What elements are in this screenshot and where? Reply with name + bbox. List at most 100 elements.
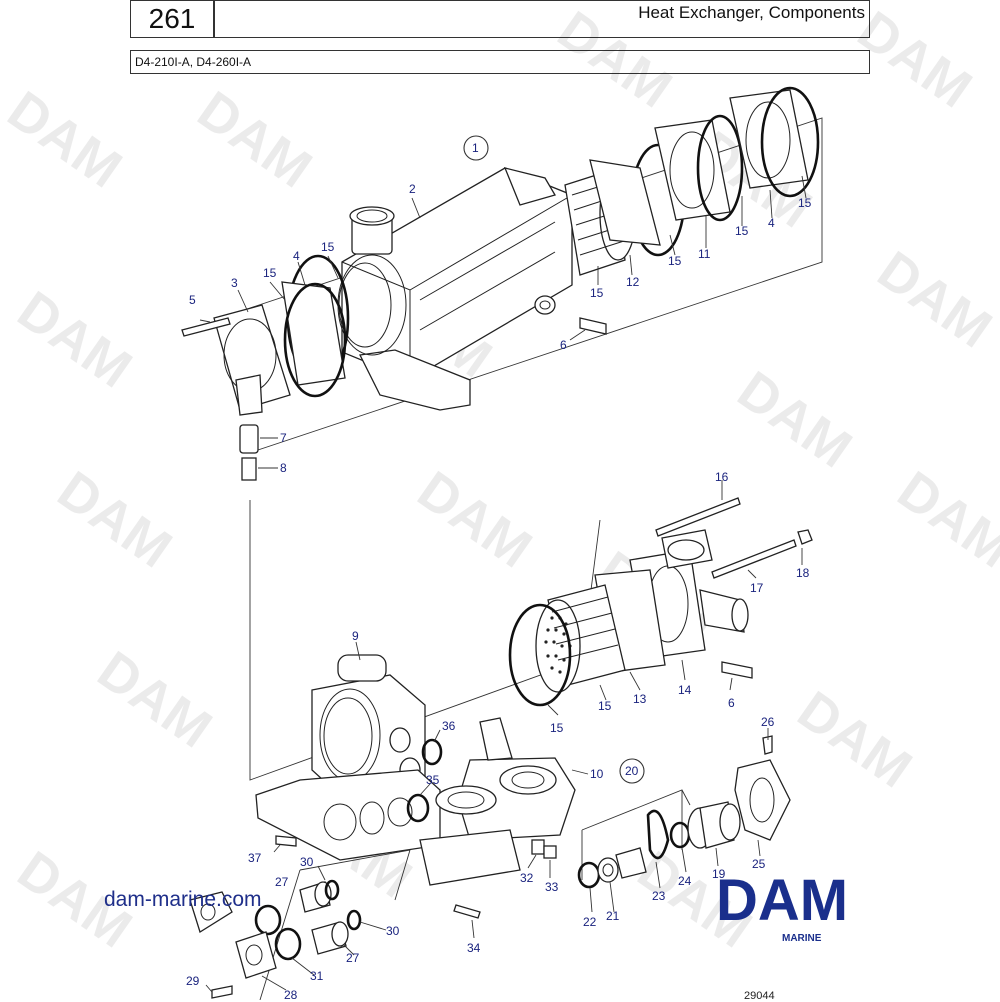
temperature-sensor	[241, 457, 257, 481]
bolt	[275, 835, 297, 847]
callout-label: 12	[626, 275, 640, 289]
callout-label: 15	[321, 240, 335, 254]
end-cover	[729, 89, 809, 189]
callout-label: 25	[752, 857, 766, 871]
callout-label: 33	[545, 880, 559, 894]
page-title: Heat Exchanger, Components	[638, 3, 865, 22]
callout-label: 19	[712, 867, 726, 881]
o-ring	[760, 86, 820, 198]
callout-label: 28	[284, 988, 298, 1000]
callout-label: 15	[668, 254, 682, 268]
cover-plate	[589, 159, 661, 246]
watermark: DAM	[867, 240, 1000, 360]
thermostat-cover	[687, 801, 741, 849]
long-bolt	[711, 539, 797, 579]
callout-label: 21	[606, 909, 620, 923]
callout-label: 27	[275, 875, 289, 889]
callout-label: 15	[598, 699, 612, 713]
o-ring	[324, 879, 340, 901]
connector-pipe	[311, 921, 349, 955]
watermark: DAM	[787, 680, 922, 800]
callout-label: 15	[735, 224, 749, 238]
o-ring	[274, 927, 302, 961]
callout-label: 9	[352, 629, 359, 643]
temperature-sensor	[721, 661, 753, 679]
watermark: DAM	[187, 80, 322, 200]
callout-label: 27	[346, 951, 360, 965]
callout-label: 15	[263, 266, 277, 280]
callout-label: 24	[678, 874, 692, 888]
long-bolt	[655, 497, 741, 537]
callout-label: 10	[590, 767, 604, 781]
bolt	[762, 735, 773, 755]
bolt	[181, 317, 231, 337]
watermark: DAM	[47, 460, 182, 580]
engine-models: D4-210I-A, D4-260I-A	[135, 55, 252, 69]
temperature-sensor	[579, 317, 607, 335]
washer	[543, 845, 557, 859]
heat-exchanger-body	[337, 167, 573, 411]
page-number-box: 261	[130, 0, 214, 38]
callout-label: 37	[248, 851, 262, 865]
group-callout-circle	[619, 758, 645, 784]
cover-housing	[734, 759, 791, 841]
callout-label: 23	[652, 889, 666, 903]
callout-label: 6	[560, 338, 567, 352]
brand-logo: DAM	[716, 868, 848, 933]
callout-label: 5	[189, 293, 196, 307]
brand-subtitle: MARINE	[782, 933, 822, 944]
callout-label: 31	[310, 969, 324, 983]
o-ring	[283, 282, 347, 398]
page-number: 261	[148, 3, 196, 34]
watermark: DAM	[407, 460, 542, 580]
group-callout-circle	[463, 135, 489, 161]
drawing-number: 29044	[744, 990, 775, 1002]
callout-label: 34	[467, 941, 481, 955]
o-ring	[508, 603, 572, 707]
o-ring	[254, 904, 282, 936]
callout-label: 3	[231, 276, 238, 290]
plug	[531, 839, 545, 855]
callout-label: 26	[761, 715, 775, 729]
bolt	[211, 985, 233, 999]
thermostat-seal	[597, 857, 619, 883]
leader-lines-upper	[199, 175, 807, 469]
gasket	[281, 281, 346, 386]
model-box: D4-210I-A, D4-260I-A	[130, 50, 870, 74]
callout-label: 22	[583, 915, 597, 929]
callout-label: 29	[186, 974, 200, 988]
brand-logo-text: DAM	[716, 868, 848, 933]
o-ring	[421, 738, 443, 766]
watermark: DAM	[887, 460, 1000, 580]
callout-label: 18	[796, 566, 810, 580]
flange-cover	[235, 931, 277, 979]
o-ring	[346, 909, 362, 931]
callout-label: 4	[768, 216, 775, 230]
bolt	[453, 904, 481, 919]
callout-label: 14	[678, 683, 692, 697]
callout-label: 13	[633, 692, 647, 706]
callout-label: 30	[386, 924, 400, 938]
watermark: DAM	[847, 0, 982, 120]
callout-label: 35	[426, 773, 440, 787]
callout-label: 8	[280, 461, 287, 475]
callout-label: 1	[472, 141, 479, 155]
callout-label: 20	[625, 764, 639, 778]
website-link[interactable]: dam-marine.com	[104, 888, 262, 911]
nut	[797, 529, 813, 545]
callout-label: 6	[728, 696, 735, 710]
watermark: DAM	[727, 360, 862, 480]
callout-label: 2	[409, 182, 416, 196]
title-box: Heat Exchanger, Components	[214, 0, 870, 38]
watermark: DAM	[7, 280, 142, 400]
leader-lines-lower	[205, 480, 803, 993]
watermark: DAM	[0, 80, 132, 200]
callout-label: 32	[520, 871, 534, 885]
group-bracket	[581, 789, 691, 880]
watermark: DAM	[547, 0, 682, 120]
watermark: DAM	[87, 640, 222, 760]
callout-label: 15	[798, 196, 812, 210]
thermostat-housing	[419, 717, 576, 886]
callout-labels: 1 2 3 4 4 5 6 6 7 8 9 10 11 12 13 14 15 …	[186, 141, 812, 1000]
